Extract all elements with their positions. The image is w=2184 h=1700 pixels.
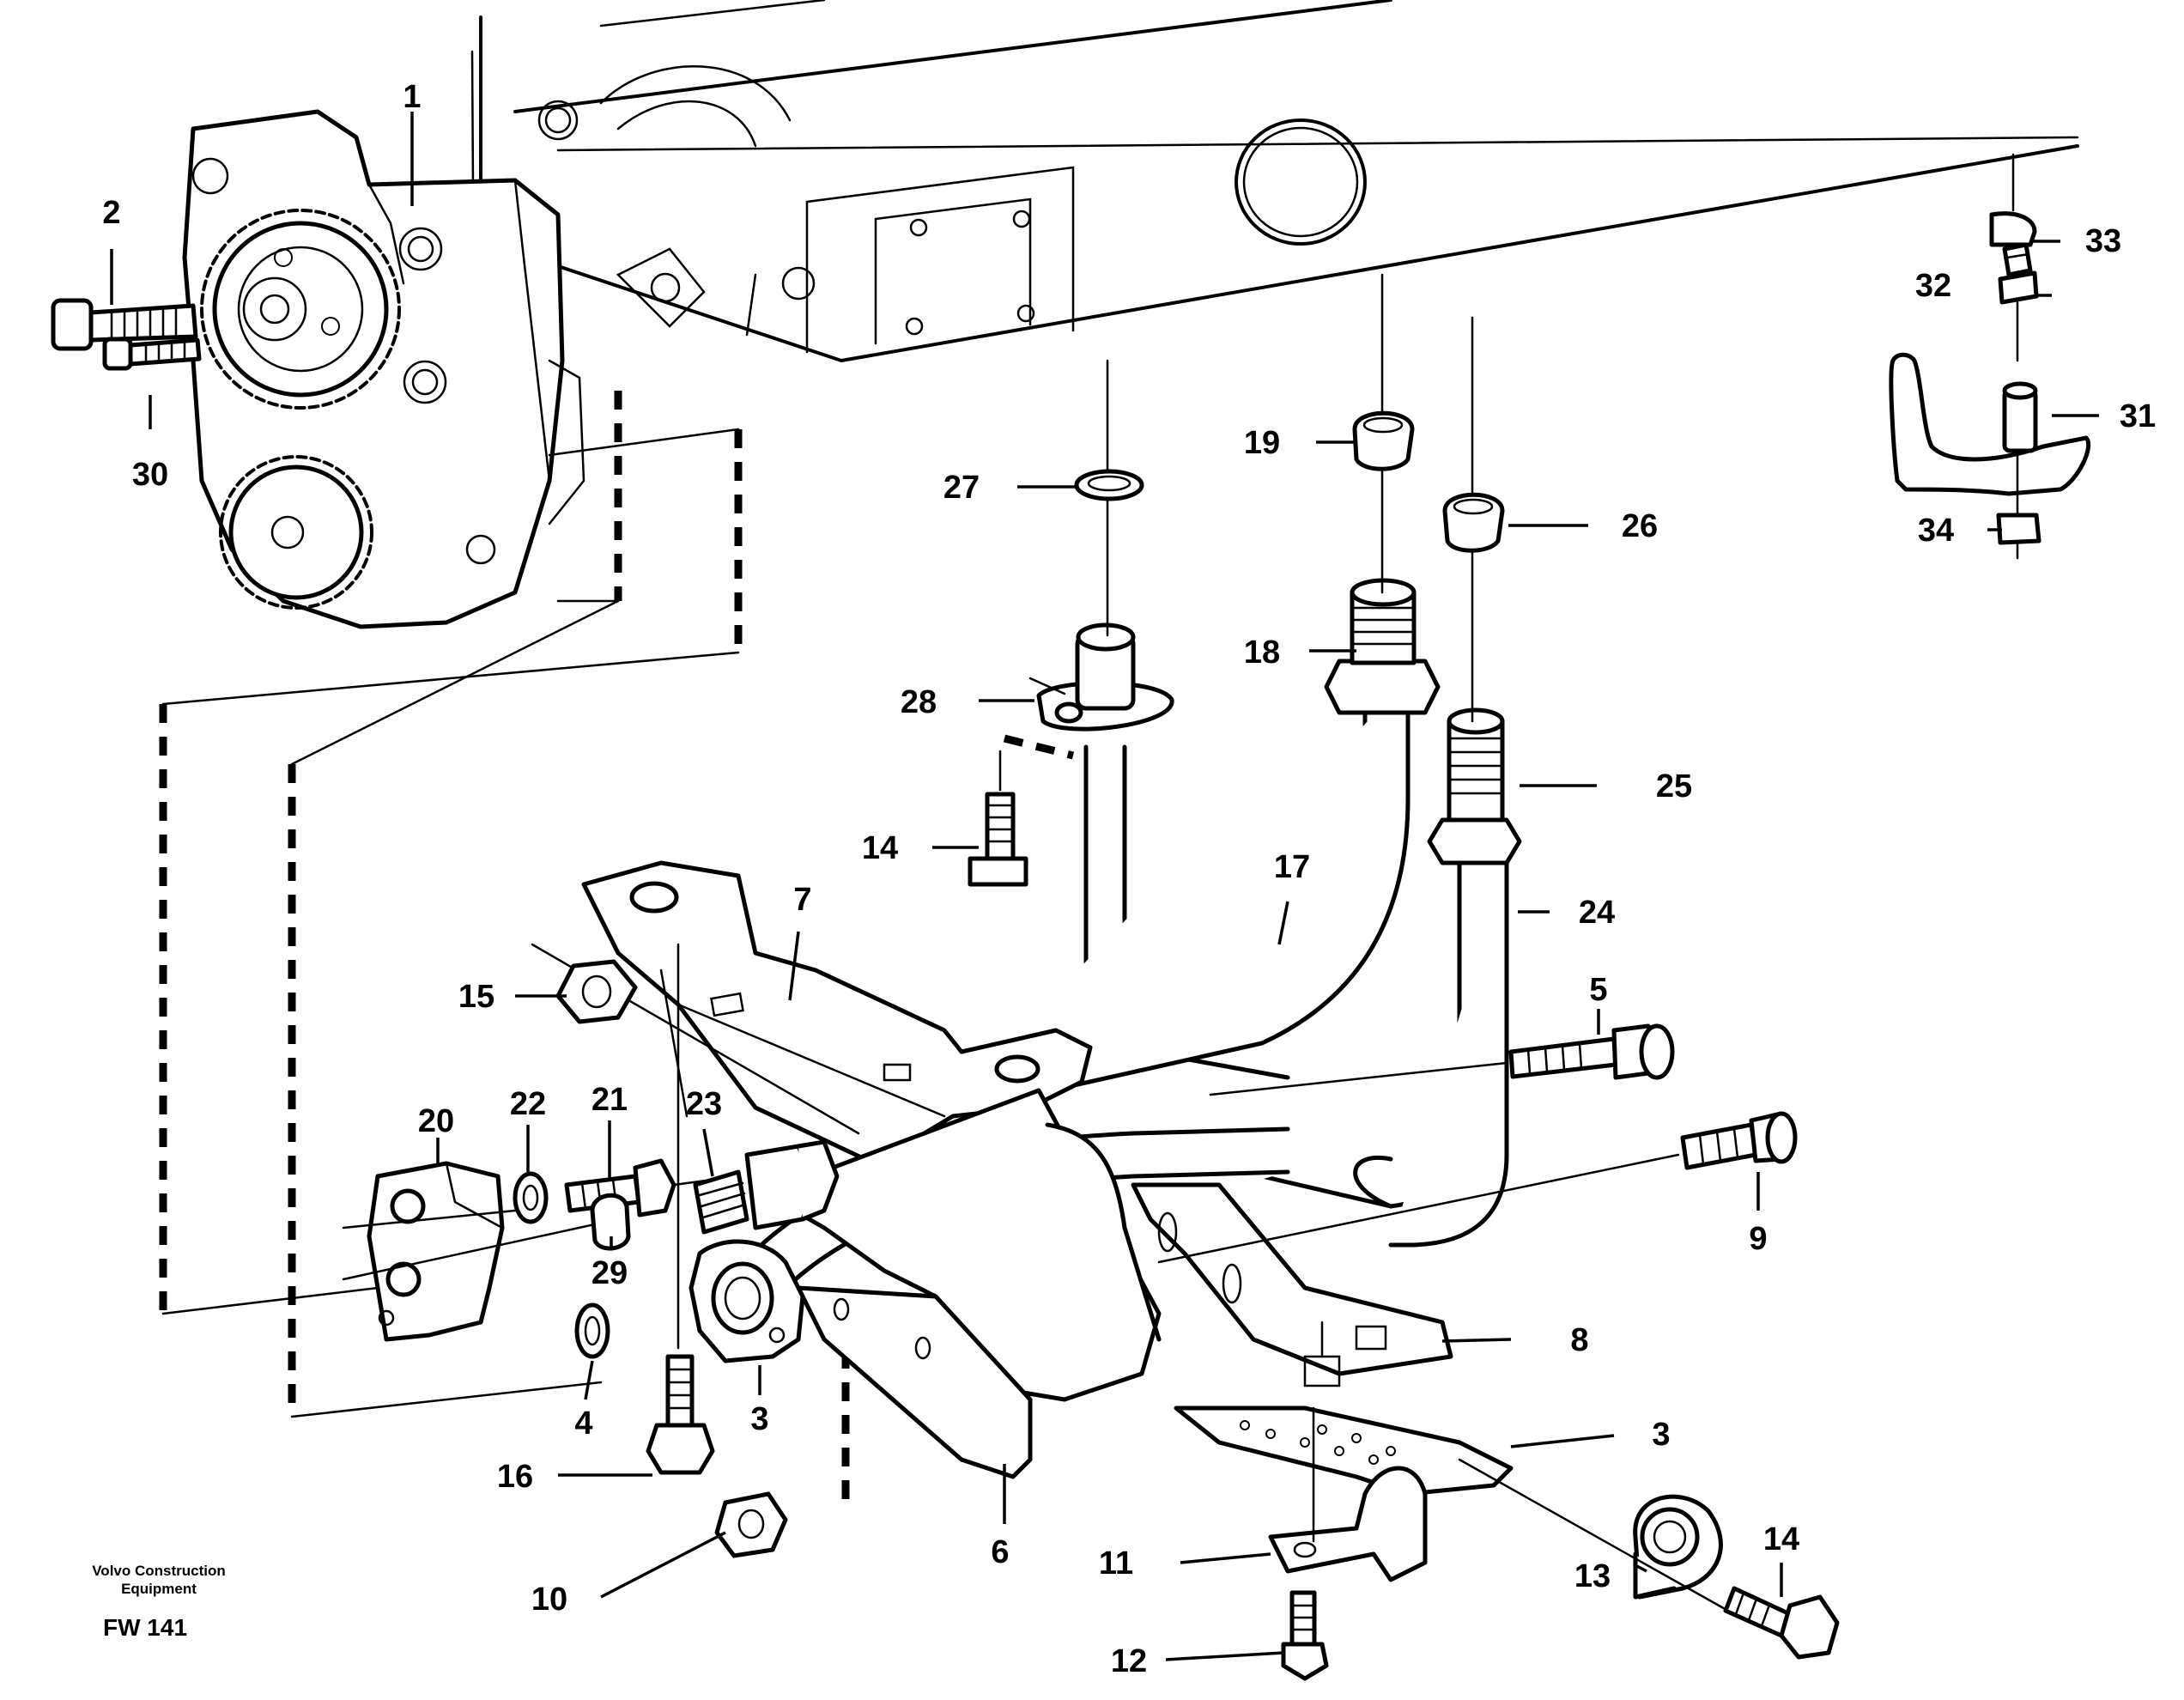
bolt-2 (51, 298, 198, 351)
callout-10: 10 (531, 1582, 567, 1618)
callout-16: 16 (497, 1459, 533, 1495)
bracket-31 (1889, 153, 2091, 560)
callout-11: 11 (1099, 1545, 1133, 1582)
callout-29: 29 (592, 1255, 628, 1291)
clip-13 (1458, 1458, 1736, 1616)
fitting-28 (1028, 622, 1174, 732)
engine-block (470, 0, 2079, 362)
callout-26: 26 (1622, 508, 1658, 544)
callout-28: 28 (901, 684, 937, 720)
callout-9: 9 (1749, 1221, 1767, 1257)
sleeve-29 (590, 1193, 631, 1251)
callout-labels: 1 2 30 27 19 26 33 32 31 34 18 28 25 14 … (102, 79, 2156, 1679)
flange-3-left (689, 1239, 805, 1363)
callout-23: 23 (686, 1086, 722, 1122)
callout-13: 13 (1574, 1558, 1611, 1594)
callout-19: 19 (1244, 425, 1280, 461)
seals (1074, 273, 1505, 723)
callout-3-right: 3 (1652, 1417, 1670, 1453)
callout-1: 1 (403, 79, 421, 115)
callout-8: 8 (1570, 1322, 1588, 1358)
callout-20: 20 (418, 1103, 454, 1139)
brand-line-1: Volvo Construction (92, 1563, 226, 1579)
callout-33: 33 (2085, 223, 2121, 259)
dashed-outlines (159, 391, 1075, 1511)
callout-27: 27 (943, 470, 980, 506)
nut-18 (1324, 578, 1441, 715)
bolt-14-upper (968, 750, 1028, 887)
bolt-9 (1157, 1111, 1798, 1264)
washer-4 (574, 1302, 610, 1359)
callout-32: 32 (1915, 268, 1951, 304)
callout-22: 22 (510, 1086, 546, 1122)
bolt-5 (1209, 1023, 1675, 1096)
callout-15: 15 (458, 979, 494, 1015)
plate-3-lower (1174, 1321, 1514, 1497)
bolt-21 (564, 1158, 740, 1217)
nut-15 (531, 943, 860, 1135)
callout-4: 4 (574, 1406, 592, 1442)
callout-14-lower: 14 (1763, 1521, 1799, 1557)
bolt-14-lower (1723, 1586, 1840, 1660)
clamp-11 (1268, 1406, 1428, 1582)
brand-line-2: Equipment (121, 1581, 197, 1597)
callout-14: 14 (862, 830, 898, 866)
bracket-6 (761, 1088, 1162, 1479)
callout-31: 31 (2120, 398, 2156, 434)
callout-24: 24 (1579, 895, 1615, 931)
figure-code: FW 141 (103, 1614, 187, 1641)
footer: Volvo Construction Equipment FW 141 (92, 1563, 226, 1641)
nut-10 (714, 1491, 788, 1558)
housing-20 (342, 1161, 620, 1342)
washer-22 (513, 1171, 549, 1224)
callout-5: 5 (1589, 972, 1607, 1008)
callout-30: 30 (132, 457, 168, 493)
nut-25 (1427, 707, 1522, 865)
oil-pump (182, 109, 585, 629)
bolt-30 (102, 337, 202, 371)
bracket-8 (1131, 1182, 1453, 1376)
callout-6: 6 (991, 1534, 1009, 1570)
bolt-12 (1281, 1590, 1329, 1681)
callout-7: 7 (793, 882, 811, 918)
callout-17: 17 (1274, 849, 1310, 885)
callout-34: 34 (1918, 513, 1954, 549)
callout-18: 18 (1244, 634, 1280, 671)
callout-25: 25 (1656, 768, 1692, 804)
valve-23 (659, 968, 840, 1235)
leader-lines (110, 112, 2099, 1661)
bolt-16 (646, 943, 715, 1475)
callout-21: 21 (592, 1082, 628, 1118)
callout-2: 2 (102, 195, 120, 231)
callout-3-left: 3 (750, 1401, 768, 1437)
callout-12: 12 (1111, 1643, 1147, 1679)
